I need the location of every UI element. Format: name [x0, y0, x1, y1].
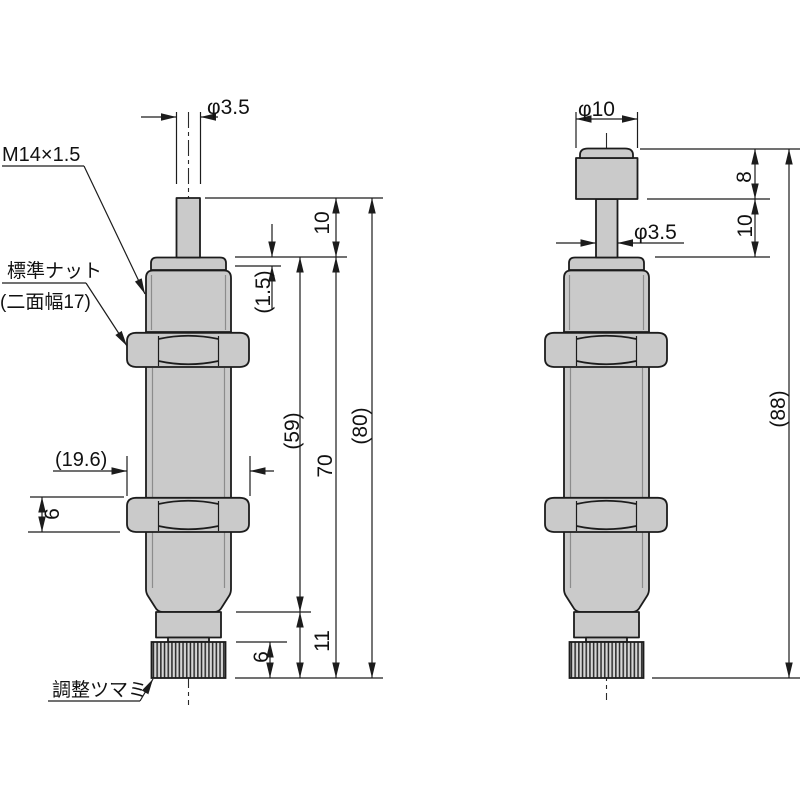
dim-stroke-right-label: 10	[734, 214, 757, 237]
dim-bottom-section-label: 11	[311, 630, 334, 652]
rod-cap-body	[575, 157, 639, 200]
dim-nut-height-label: 6	[41, 508, 64, 520]
dim-rod-diameter-label: φ3.5	[207, 96, 250, 119]
rod-cap-dome	[579, 147, 634, 159]
dim-cap-diameter-label: φ10	[578, 98, 615, 121]
standard-nut-label-line1: 標準ナット	[7, 260, 102, 282]
right-piston-rod	[595, 198, 619, 259]
thread-spec-label: M14×1.5	[2, 144, 80, 166]
adjustment-knob-label: 調整ツマミ	[52, 679, 147, 701]
dim-across-corners-label: (19.6)	[55, 449, 107, 471]
left-view-body	[126, 256, 250, 679]
dim-total-retracted-label: (80)	[349, 407, 372, 444]
dim-cap-height-label: 8	[733, 171, 756, 183]
dim-lip-label: (1.5)	[252, 270, 275, 313]
right-view-body	[544, 256, 668, 679]
dim-stroke-label: 10	[311, 211, 334, 234]
dim-rod-diameter-right-label: φ3.5	[634, 221, 677, 244]
dim-70-label: 70	[314, 454, 337, 477]
dim-knob-height-label: 6	[250, 651, 273, 663]
left-view: φ3.5 M14×1.5 標準ナット (二面幅17) 10 70 (80) (5…	[0, 96, 383, 705]
dim-total-extended-label: (88)	[767, 390, 790, 427]
standard-nut-label-line2: (二面幅17)	[0, 291, 91, 313]
dim-body-length-label: (59)	[281, 412, 304, 449]
left-piston-rod	[175, 197, 201, 259]
right-view: φ10 8 10 φ3.5 (88)	[544, 98, 800, 700]
